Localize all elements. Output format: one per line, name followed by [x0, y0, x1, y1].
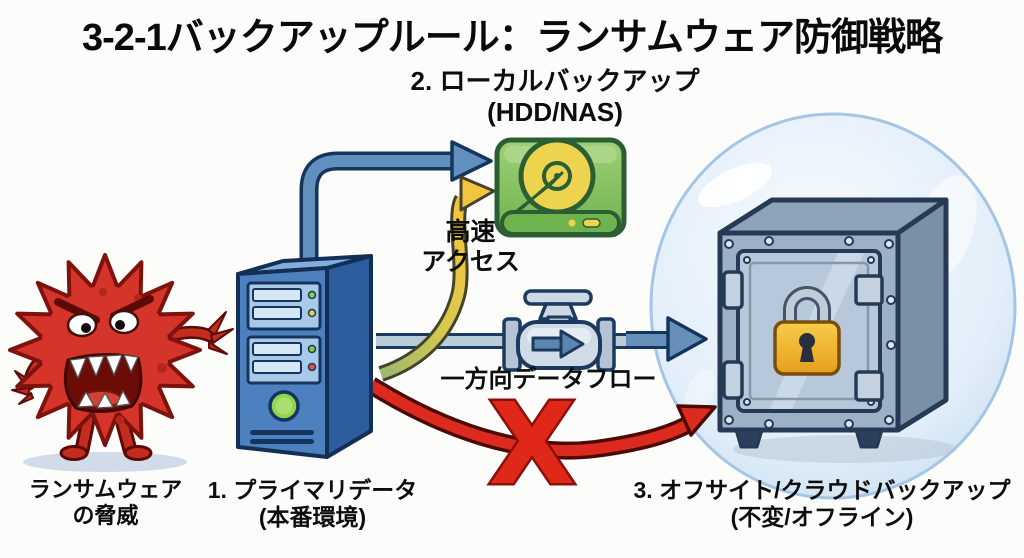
arrow-blocked-direct	[366, 377, 717, 460]
ransomware-virus-icon	[8, 253, 234, 472]
virus-foot	[59, 445, 89, 461]
server-vent	[250, 430, 314, 435]
virus-teeth	[69, 354, 139, 409]
label-fast-access-line2: アクセス	[421, 247, 520, 276]
page-title: 3-2-1バックアップルール：ランサムウェア防御戦略	[82, 17, 943, 59]
label-fast-access: 高速 アクセス	[398, 218, 543, 277]
label-ransomware-threat: ランサムウェア の脅威	[8, 477, 203, 529]
hdd-bottom-bar	[500, 210, 621, 236]
arrow-fast-access	[378, 175, 496, 382]
led-green	[307, 290, 317, 300]
locked-safe-icon	[717, 197, 957, 463]
label-threat-line1: ランサムウェア	[28, 477, 183, 502]
padlock-shackle	[786, 289, 828, 328]
hdd-actuator-arm	[511, 171, 564, 216]
server-vent	[250, 439, 314, 444]
safe-leg	[734, 428, 764, 449]
server-drive-bays	[246, 281, 322, 385]
server-tower-icon	[236, 254, 373, 459]
safe-side-face	[895, 197, 949, 433]
virus-foot	[123, 445, 153, 461]
bubble-highlight	[698, 162, 772, 208]
valve-stem	[538, 302, 578, 321]
led-green	[307, 344, 317, 354]
virus-right-claw	[207, 311, 234, 355]
hdd-nas-icon	[494, 137, 627, 238]
safe-leg	[854, 428, 884, 449]
safe-hinges	[722, 270, 884, 402]
virus-leg	[77, 415, 93, 455]
valve-flow-arrow	[531, 336, 563, 352]
label-threat-line2: の脅威	[72, 502, 139, 528]
virus-leg	[117, 415, 135, 455]
label-local-backup: 2. ローカルバックアップ (HDD/NAS)	[370, 66, 740, 127]
hdd-led	[568, 219, 576, 227]
label-primary-data: 1. プライマリデータ (本番環境)	[190, 477, 435, 531]
arrow-valve-to-safe	[626, 316, 708, 362]
padlock-icon	[773, 286, 841, 376]
valve-wheel	[523, 289, 593, 306]
safe-rivets	[724, 236, 896, 429]
label-local-backup-line1: 2. ローカルバックアップ	[410, 66, 700, 96]
blocked-x-mark: X	[489, 380, 575, 510]
safe-shadow	[733, 435, 957, 463]
arrowhead	[450, 140, 493, 182]
label-local-backup-line2: (HDD/NAS)	[487, 96, 623, 127]
label-primary-line1: 1. プライマリデータ	[207, 477, 418, 503]
led-red	[307, 362, 317, 372]
hdd-port	[582, 218, 601, 228]
arrow-server-to-hdd	[299, 140, 493, 266]
label-one-way-flow: 一方向データフロー	[440, 366, 657, 393]
arrowhead	[459, 175, 496, 212]
keyhole-icon	[799, 333, 815, 349]
label-offsite-line2: (不変/オフライン)	[730, 504, 914, 531]
label-fast-access-line1: 高速	[445, 218, 496, 246]
virus-shadow	[23, 452, 187, 472]
label-primary-line2: (本番環境)	[258, 504, 367, 531]
arrowhead	[676, 404, 717, 437]
label-offsite-line1: 3. オフサイト/クラウドバックアップ	[633, 477, 1011, 503]
led-yellow	[307, 308, 317, 318]
arrowhead	[666, 316, 708, 362]
server-side-face	[325, 254, 373, 459]
label-offsite-backup: 3. オフサイト/クラウドバックアップ (不変/オフライン)	[622, 477, 1022, 531]
